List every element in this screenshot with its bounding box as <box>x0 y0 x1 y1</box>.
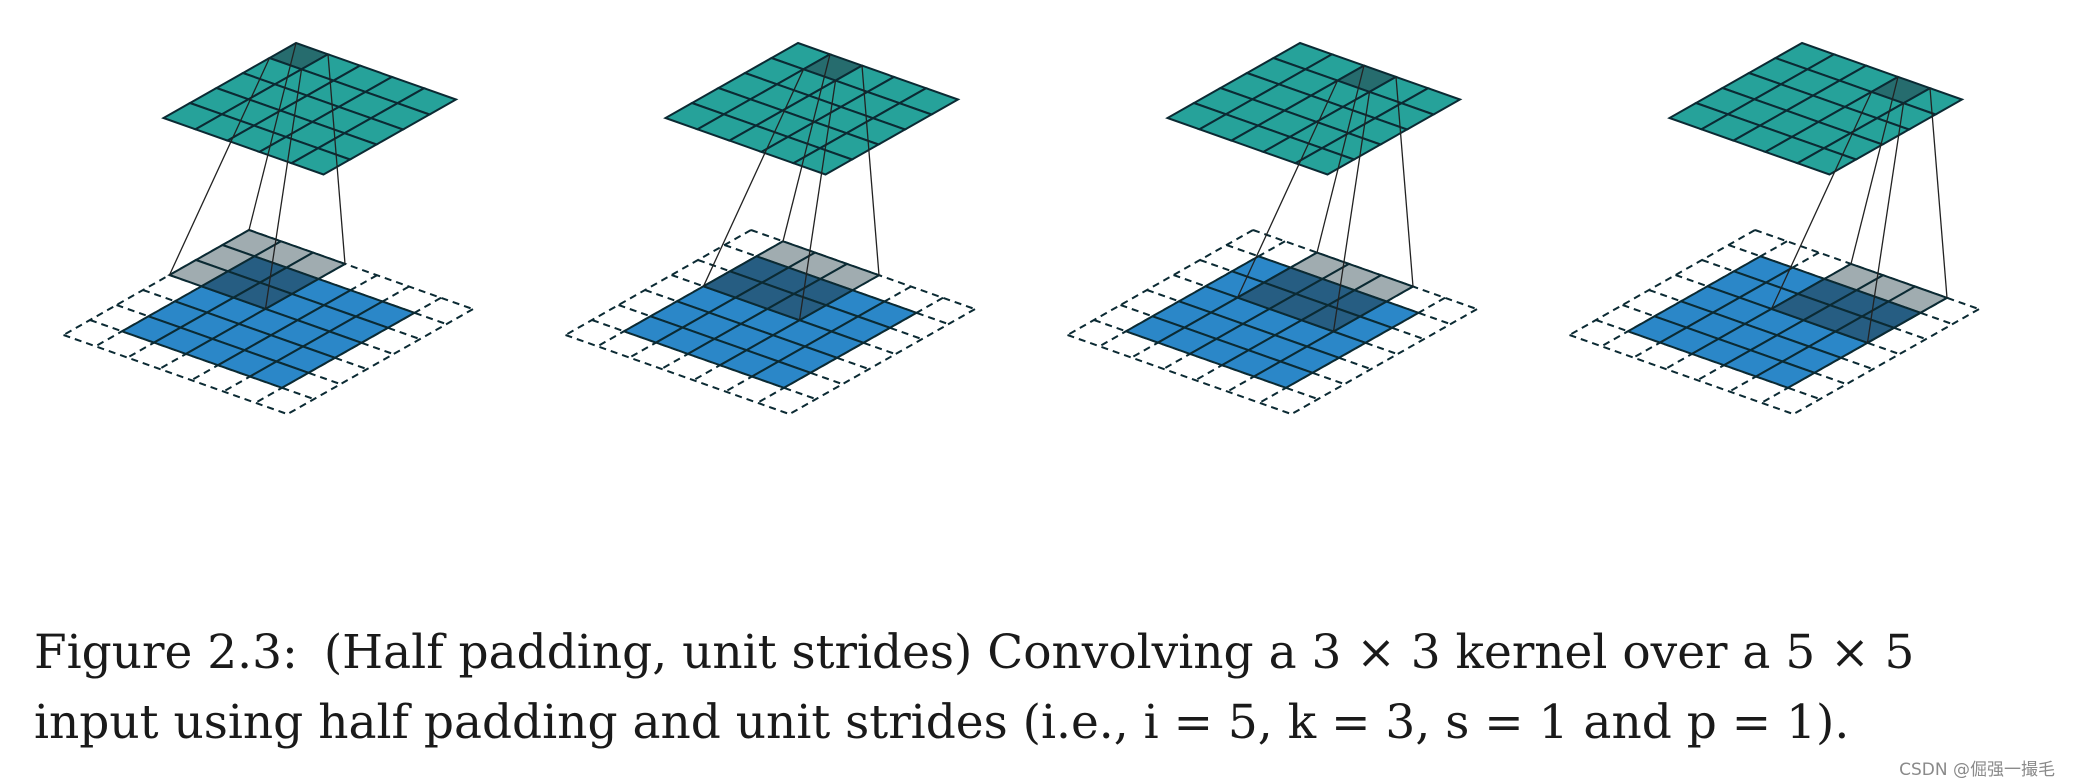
projection-line <box>168 57 271 276</box>
projection-line <box>1316 65 1365 253</box>
projection-lines <box>1770 76 1948 343</box>
kernel-window <box>1235 251 1416 333</box>
projection-line <box>1332 91 1371 332</box>
convolution-diagram <box>63 41 1980 416</box>
watermark: CSDN @倔强一撮毛 <box>1899 760 2055 780</box>
padding-grid-line <box>565 334 790 416</box>
projection-lines <box>1236 65 1414 332</box>
caption-line-1-text: (Half padding, unit strides) Convolving … <box>323 625 1915 680</box>
padding-grid-line <box>63 334 288 416</box>
projection-line <box>702 69 805 287</box>
kernel-window <box>167 228 348 310</box>
convolution-steps-svg <box>63 41 1980 416</box>
projection-lines <box>702 54 880 321</box>
caption-line-2: input using half padding and unit stride… <box>34 695 1850 750</box>
output-grid <box>1667 41 1965 176</box>
projection-line <box>782 54 831 242</box>
step-panel-2 <box>565 41 976 416</box>
padding-grid-line <box>1569 334 1794 416</box>
output-cell <box>1795 147 1859 176</box>
projection-line <box>1850 76 1899 265</box>
caption-line-1: Figure 2.3: (Half padding, unit strides) … <box>34 618 2054 688</box>
output-grid <box>663 41 961 176</box>
projection-line <box>248 42 297 231</box>
projection-line <box>798 80 837 321</box>
projection-line <box>1236 80 1339 298</box>
projection-line <box>1770 91 1873 310</box>
padding-grid-line <box>1252 229 1478 311</box>
output-cell <box>289 147 353 176</box>
input-cell <box>749 360 813 389</box>
input-cell <box>247 360 311 389</box>
projection-line <box>1395 76 1414 287</box>
kernel-window <box>701 240 882 322</box>
projection-line <box>861 65 880 276</box>
step-panel-3 <box>1067 41 1478 416</box>
step-panel-4 <box>1569 41 1980 416</box>
step-panel-1 <box>63 41 474 416</box>
projection-line <box>1866 103 1905 343</box>
input-cell <box>1753 360 1817 389</box>
output-grid <box>1165 41 1463 176</box>
kernel-window <box>1769 262 1950 344</box>
input-cell <box>1251 360 1315 389</box>
output-cell <box>1293 147 1357 176</box>
figure-caption: Figure 2.3: (Half padding, unit strides) … <box>34 618 2054 758</box>
caption-label: Figure 2.3: <box>34 625 298 680</box>
output-grid <box>161 41 459 176</box>
projection-line <box>1929 88 1948 298</box>
projection-line <box>264 69 303 309</box>
padding-grid-line <box>1067 334 1292 416</box>
projection-lines <box>168 42 346 309</box>
projection-line <box>327 54 346 264</box>
